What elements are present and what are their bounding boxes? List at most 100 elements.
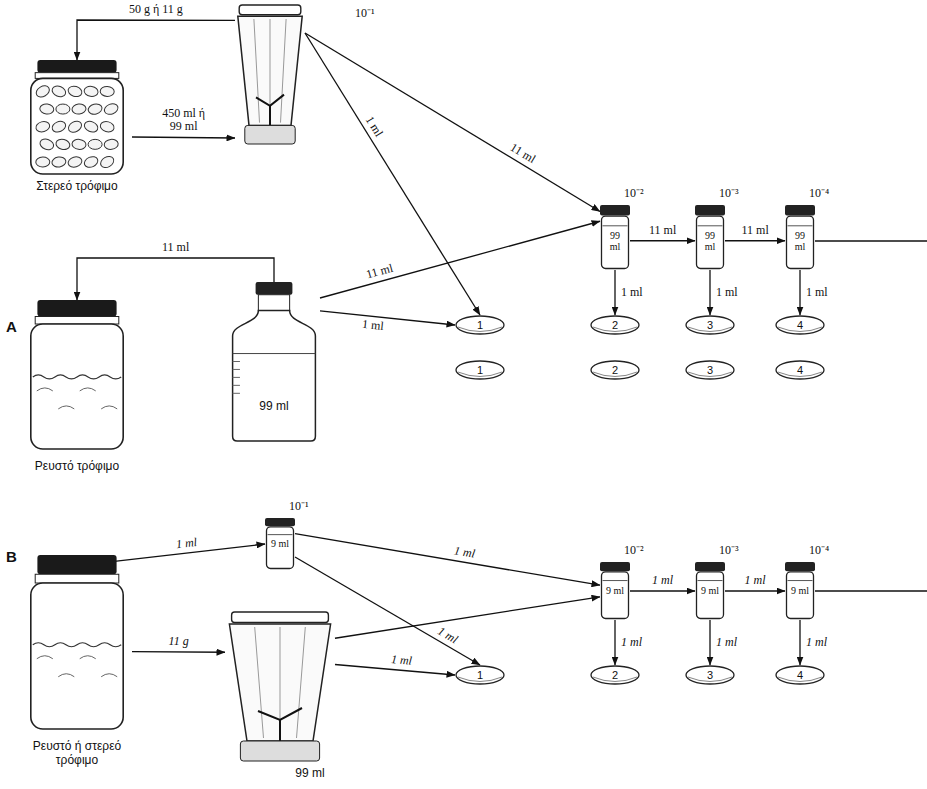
transfer-amount: 1 ml [714, 286, 740, 299]
transfer-arrow [132, 651, 225, 653]
food-piece [83, 119, 100, 134]
food-jar: Ρευστό τρόφιμο [22, 300, 132, 480]
vial-cap [265, 518, 295, 526]
liquid-level [788, 225, 813, 226]
section-letter: B [6, 548, 17, 565]
vial-body [602, 216, 629, 268]
plate-number: 1 [455, 360, 505, 380]
plate-number: 2 [590, 315, 640, 335]
food-piece [66, 119, 83, 135]
transfer-arrow [709, 270, 710, 315]
transfer-arrow [305, 33, 480, 315]
petri-dish [686, 316, 734, 334]
liquid-swirl [37, 656, 53, 659]
graduation-tick [233, 393, 240, 394]
jar-rim [35, 574, 119, 583]
volume-label: 9 ml [604, 585, 626, 596]
jar-rim [35, 317, 119, 325]
dilution-vial: 10⁻¹9 ml [265, 518, 295, 570]
plate-number: 3 [685, 360, 735, 380]
petri-plate: 4 [775, 665, 825, 685]
blender-blade [256, 95, 284, 126]
food-jar-outline [22, 60, 132, 175]
caption-text: 99 ml [287, 767, 333, 781]
food-piece [67, 85, 83, 98]
continuation-line [815, 240, 927, 241]
transfer-arrow [77, 258, 274, 300]
petri-dish [591, 666, 639, 684]
vial-body [787, 572, 814, 619]
blender-jar-outline [235, 5, 305, 145]
petri-plate: 3 [685, 315, 735, 335]
blender-lid [239, 5, 301, 15]
jar-lid [37, 555, 116, 574]
diluent-bottle: 99 ml [228, 282, 320, 442]
transfer-amount: 1 ml [804, 636, 829, 649]
petri-plate: 3 [685, 665, 735, 685]
vial-body [697, 572, 724, 619]
food-jar-outline [22, 300, 132, 450]
petri-dish [456, 361, 504, 379]
blender-cup [229, 624, 330, 741]
jar-body [31, 324, 123, 449]
petri-dish [686, 361, 734, 379]
petri-plate: 4 [775, 315, 825, 335]
petri-plate: 1 [455, 665, 505, 685]
volume-label: 99 ml [604, 230, 626, 252]
transfer-amount: 1 ml [743, 574, 768, 587]
transfer-arrow [614, 270, 615, 315]
dilution-factor: 10⁻² [624, 187, 664, 201]
petri-plate: 3 [685, 360, 735, 380]
transfer-arrow [799, 270, 800, 315]
liquid-level [603, 225, 628, 226]
blender-base [240, 741, 319, 761]
plate-number: 4 [775, 665, 825, 685]
volume-label: 99 ml [789, 230, 811, 252]
food-piece [51, 119, 68, 134]
petri-plate: 2 [590, 665, 640, 685]
jar-rim [35, 73, 119, 79]
food-piece [83, 85, 98, 97]
transfer-arrow [132, 137, 235, 138]
vial-body [697, 216, 724, 268]
transfer-amount: 1 ml [619, 286, 645, 299]
food-piece [67, 155, 83, 168]
transfer-amount: 11 ml [160, 241, 191, 254]
blender-rib [255, 627, 264, 738]
vial-cap [785, 205, 815, 215]
dilution-factor: 10⁻¹ [289, 500, 329, 514]
food-piece [103, 102, 120, 116]
transfer-amount: 1 ml [434, 623, 462, 647]
diluent-bottle-outline [228, 282, 320, 442]
liquid-swirl [58, 674, 74, 677]
caption-text: Στερεό τρόφιμο [22, 180, 132, 194]
liquid-surface [33, 375, 121, 379]
vial-body [787, 216, 814, 268]
liquid-level [233, 353, 316, 354]
volume-label: 9 ml [269, 538, 291, 549]
dilution-vial: 10⁻²9 ml [600, 562, 630, 620]
plate-number: 1 [455, 315, 505, 335]
food-piece [39, 103, 54, 115]
transfer-arrow [335, 597, 600, 638]
vial-cap [785, 562, 815, 571]
transfer-amount: 1 ml [619, 636, 644, 649]
transfer-amount: 1 ml [362, 112, 387, 141]
petri-dish [776, 361, 824, 379]
transfer-arrow [295, 534, 600, 586]
vial-body [267, 527, 294, 569]
liquid-swirl [80, 388, 96, 391]
vial-cap [600, 562, 630, 571]
blender-rib [254, 19, 260, 123]
liquid-surface [33, 643, 121, 647]
plate-number: 4 [775, 360, 825, 380]
food-jar: Ρευστό ή στερεό τρόφιμο [22, 555, 132, 785]
graduation-tick [233, 361, 240, 362]
liquid-level [268, 534, 293, 535]
volume-label: 99 ml [699, 230, 721, 252]
food-jar-outline [22, 555, 132, 730]
graduation-tick [233, 377, 240, 378]
dilution-vial: 10⁻³9 ml [695, 562, 725, 620]
transfer-arrow [320, 311, 455, 325]
dilution-factor: 10⁻² [624, 544, 664, 558]
